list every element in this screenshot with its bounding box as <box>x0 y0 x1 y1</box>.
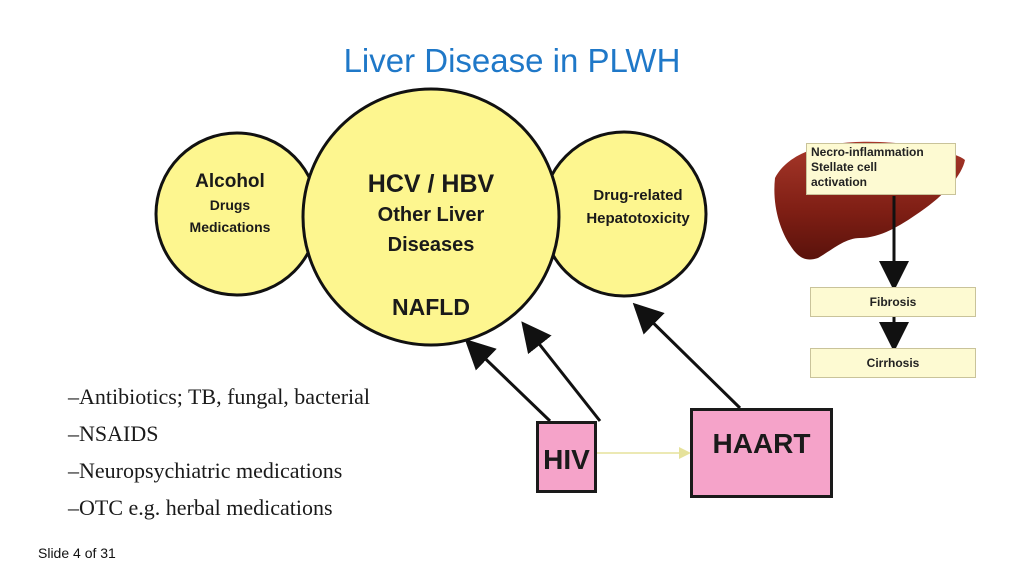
necro-inflammation-label: Necro-inflammation <box>811 145 924 159</box>
activation-label: activation <box>811 175 868 189</box>
alcohol-label-group: Alcohol Drugs Medications <box>170 170 290 238</box>
alcohol-label: Alcohol <box>195 171 265 192</box>
cirrhosis-box: Cirrhosis <box>810 348 976 378</box>
list-item: –OTC e.g. herbal medications <box>68 495 333 520</box>
hcv-hbv-label: HCV / HBV <box>367 170 495 198</box>
necro-inflammation-box: Necro-inflammation Stellate cell activat… <box>806 143 956 195</box>
cirrhosis-label: Cirrhosis <box>866 356 920 370</box>
fibrosis-box: Fibrosis <box>810 287 976 317</box>
hiv-box: HIV <box>536 421 597 493</box>
other-liver-label: Other Liver <box>377 204 485 226</box>
arrow-hiv-to-center-2 <box>521 321 602 422</box>
arrow-haart-to-drug-related <box>632 302 742 410</box>
haart-box: HAART <box>690 408 833 498</box>
medications-label: Medications <box>189 219 271 235</box>
slide-number: Slide 4 of 31 <box>38 545 116 561</box>
list-item: –Antibiotics; TB, fungal, bacterial <box>68 384 371 409</box>
haart-label: HAART <box>712 428 811 459</box>
arrow-hiv-to-center-1 <box>464 338 552 423</box>
drug-related-label-group: Drug-related Hepatotoxicity <box>568 184 708 230</box>
hepatotoxicity-label: Hepatotoxicity <box>586 210 690 227</box>
stellate-cell-label: Stellate cell <box>811 160 878 174</box>
hcv-hbv-label-group: HCV / HBV Other Liver Diseases NAFLD <box>331 168 531 322</box>
medication-list: –Antibiotics; TB, fungal, bacterial –NSA… <box>68 380 370 528</box>
list-item: –NSAIDS <box>68 421 159 446</box>
hiv-label: HIV <box>543 444 590 475</box>
fibrosis-label: Fibrosis <box>869 295 917 309</box>
drug-related-label: Drug-related <box>593 187 683 204</box>
list-item: –Neuropsychiatric medications <box>68 458 343 483</box>
slide-title: Liver Disease in PLWH <box>343 42 681 79</box>
circle-hcv-hbv <box>301 87 561 347</box>
diseases-label: Diseases <box>387 234 475 256</box>
drugs-label: Drugs <box>209 197 251 213</box>
nafld-label: NAFLD <box>392 294 470 320</box>
